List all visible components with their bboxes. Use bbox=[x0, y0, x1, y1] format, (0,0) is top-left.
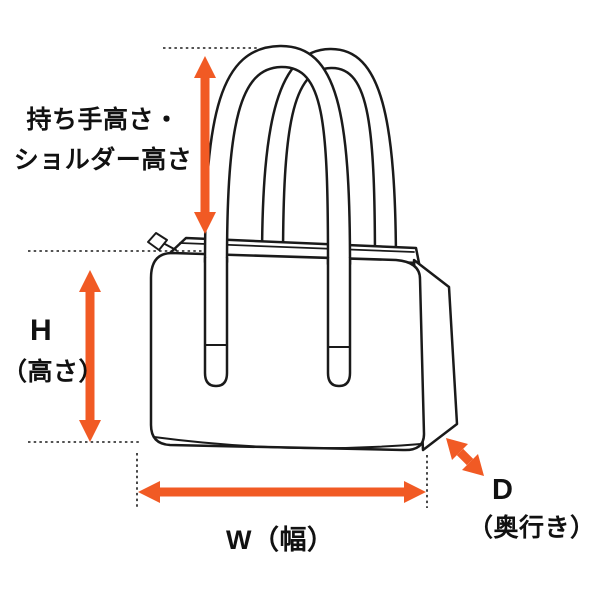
bag-front-strap-left bbox=[203, 256, 229, 388]
width-label: W（幅） bbox=[226, 525, 335, 555]
measure-guides bbox=[28, 47, 428, 508]
height-label-sub: （高さ） bbox=[2, 358, 105, 386]
bag-bottom-seam bbox=[153, 436, 422, 450]
handle-height-label: 持ち手高さ・ ショルダー高さ bbox=[12, 100, 194, 180]
handle-height-label-line1: 持ち手高さ・ bbox=[26, 106, 180, 134]
bag-zipper-pull-cord bbox=[162, 242, 177, 251]
depth-label-letter: D bbox=[492, 474, 514, 506]
height-label-letter: H bbox=[30, 314, 53, 347]
bag-illustration bbox=[147, 44, 459, 452]
depth-arrow bbox=[446, 438, 484, 476]
depth-label-sub: （奥行き） bbox=[468, 514, 596, 542]
bag-front-strap-right bbox=[326, 256, 352, 388]
handle-height-label-line2: ショルダー高さ bbox=[13, 146, 193, 174]
width-arrow bbox=[138, 481, 426, 503]
height-arrow bbox=[79, 270, 101, 442]
bag-zipper-pull-tab bbox=[147, 232, 168, 251]
handle-height-arrow bbox=[194, 56, 216, 234]
bag-front-panel bbox=[149, 251, 426, 452]
